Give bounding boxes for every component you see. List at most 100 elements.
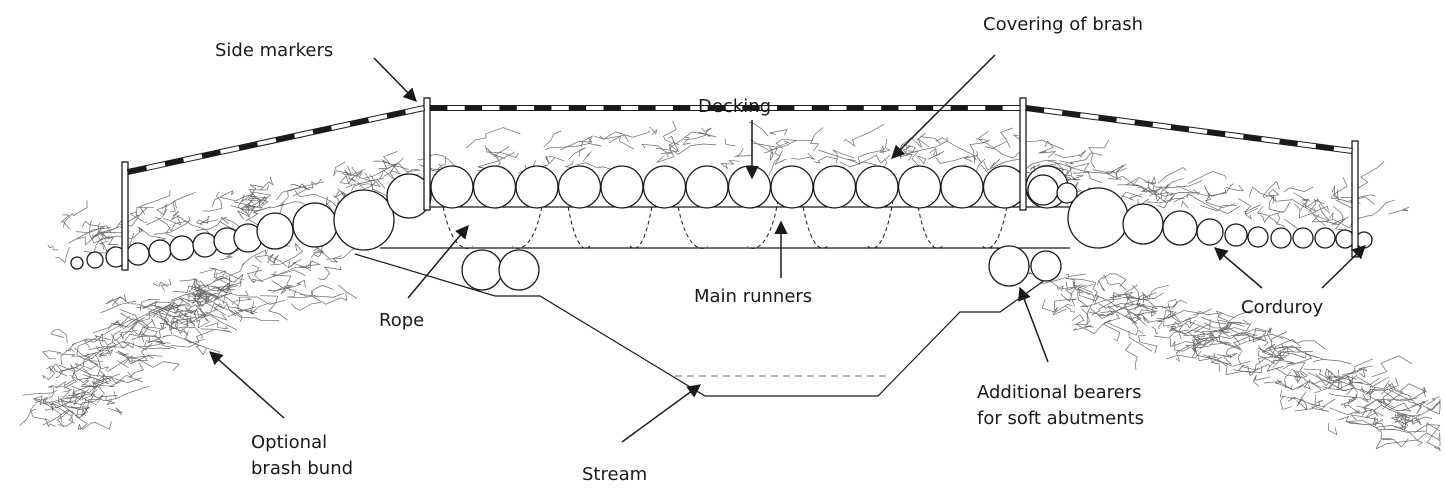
- brash-twig: [185, 330, 205, 344]
- brash-twig: [1078, 289, 1099, 303]
- labels: Side markers Covering of brash Decking M…: [215, 14, 1324, 485]
- brash-twig: [1124, 284, 1138, 301]
- brash-twig: [211, 285, 249, 296]
- brash-twig: [1054, 166, 1078, 181]
- brash-twig: [1047, 160, 1072, 176]
- brash-twig: [975, 131, 990, 143]
- brash-twig: [77, 423, 82, 430]
- brash-twig: [1344, 373, 1381, 386]
- brash-twig: [325, 196, 332, 209]
- marker-post: [1019, 97, 1027, 211]
- brash-twig: [212, 273, 244, 284]
- brash-twig: [1380, 388, 1426, 401]
- brash-twig: [1192, 330, 1218, 338]
- brash-twig: [86, 353, 99, 370]
- brash-twig: [154, 335, 166, 345]
- brash-twig: [1121, 193, 1143, 201]
- brash-twig: [1394, 413, 1433, 428]
- brash-twig: [191, 278, 202, 289]
- brash-twig: [72, 358, 102, 375]
- label-main-runners: Main runners: [694, 286, 812, 307]
- brash-twig: [75, 367, 144, 384]
- brash-twig: [341, 166, 359, 177]
- brash-twig: [1124, 312, 1138, 324]
- brash-twig: [752, 140, 790, 148]
- brash-twig: [1280, 390, 1293, 399]
- brash-twig: [1218, 359, 1263, 376]
- brash-twig: [55, 379, 76, 389]
- brash-twig: [65, 388, 75, 399]
- brash-twig: [1125, 178, 1147, 193]
- side-markers: [121, 97, 1359, 271]
- brash-twig: [140, 326, 167, 343]
- brash-twig: [339, 174, 354, 185]
- brash-twig: [267, 253, 276, 264]
- decking-log: [515, 165, 559, 209]
- brash-twig: [1381, 397, 1418, 410]
- brash-twig: [1387, 206, 1410, 215]
- brash-twig: [1301, 202, 1329, 212]
- brash-twig: [81, 220, 111, 244]
- brash-twig: [1131, 313, 1150, 324]
- brash-twig: [111, 333, 122, 342]
- brash-twig: [1371, 355, 1413, 378]
- brash-twig: [791, 152, 815, 160]
- brash-twig: [1327, 383, 1366, 394]
- brash-twig: [1102, 273, 1127, 288]
- brash-twig: [55, 246, 70, 264]
- brash-twig: [163, 215, 213, 238]
- brash-twig: [1347, 393, 1358, 405]
- brash-twig: [1154, 329, 1189, 339]
- brash-twig: [1338, 369, 1340, 388]
- brash-twig: [1308, 199, 1325, 213]
- brash-twig: [832, 149, 855, 160]
- brash-twig: [170, 314, 196, 327]
- brash-twig: [1257, 344, 1286, 365]
- brash-twig: [356, 174, 376, 190]
- brash-twig: [1348, 365, 1373, 375]
- corduroy-log: [1335, 229, 1355, 249]
- brash-twig: [1175, 344, 1190, 362]
- brash-twig: [267, 286, 294, 292]
- brash-twig: [296, 181, 324, 191]
- brash-twig: [1073, 280, 1093, 293]
- brash-twig: [92, 231, 107, 239]
- corduroy-log: [1162, 210, 1198, 246]
- logs: [70, 165, 1373, 291]
- brash-twig: [667, 143, 672, 154]
- brash-twig: [333, 161, 346, 176]
- brash-twig: [1198, 310, 1223, 318]
- brash-twig: [360, 181, 381, 187]
- brash-twig: [1077, 285, 1087, 291]
- brash-twig: [1388, 402, 1412, 412]
- brash-twig: [1426, 396, 1441, 405]
- brash-twig: [1143, 316, 1162, 323]
- brash-twig: [1209, 335, 1252, 350]
- brash-twig: [152, 281, 169, 288]
- brash-twig: [47, 384, 73, 391]
- bearer-log: [988, 245, 1030, 287]
- brash-twig: [1293, 192, 1319, 209]
- brash-twig: [1059, 152, 1103, 165]
- brash-twig: [1257, 338, 1301, 356]
- corduroy-log: [70, 256, 84, 270]
- brash-twig: [173, 307, 195, 314]
- brash-twig: [254, 254, 287, 268]
- brash-twig: [1322, 386, 1348, 392]
- brash-twig: [1167, 302, 1180, 323]
- brash-twig: [241, 184, 263, 203]
- brash-twig: [1403, 415, 1411, 426]
- brash-twig: [163, 334, 221, 360]
- brash-twig: [237, 296, 285, 308]
- brash-twig: [288, 261, 306, 268]
- brash-twig: [1181, 200, 1189, 209]
- brash-twig: [1136, 309, 1157, 318]
- brash-twig: [1071, 314, 1085, 326]
- brash-twig: [160, 278, 172, 291]
- brash-twig: [1151, 188, 1199, 197]
- brash-twig: [1173, 194, 1240, 214]
- brash-twig: [568, 147, 586, 161]
- brash-twig: [1138, 334, 1158, 354]
- brash-twig: [34, 399, 62, 422]
- brash-twig: [581, 135, 602, 147]
